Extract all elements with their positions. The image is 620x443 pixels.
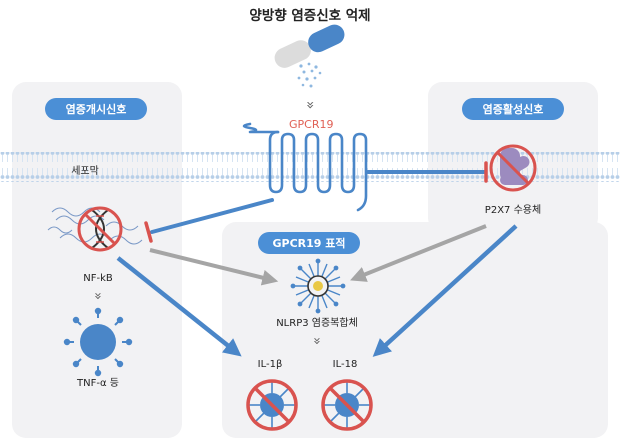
center-panel-pill: GPCR19 표적 xyxy=(258,232,360,254)
gpcr-inhibits-nfkb xyxy=(144,198,274,243)
svg-text:GPCR19 표적: GPCR19 표적 xyxy=(272,236,345,250)
il1b-blocked-virus-icon xyxy=(246,379,298,431)
gpcr19-label: GPCR19 xyxy=(289,118,333,131)
svg-text:염증개시신호: 염증개시신호 xyxy=(66,102,127,116)
gpcr19-receptor-icon xyxy=(242,122,368,212)
chevron-nfkb: » xyxy=(90,292,105,300)
chevron-top: » xyxy=(302,101,318,110)
membrane-label: 세포막 xyxy=(71,165,99,177)
nfkb-label: NF-kB xyxy=(83,273,113,284)
p2x7-to-nlrp3-arrow xyxy=(350,224,487,282)
tnf-virus-icon xyxy=(63,307,133,377)
drug-granules-icon xyxy=(297,62,322,88)
il1b-label: IL-1β xyxy=(258,359,283,370)
il18-blocked-virus-icon xyxy=(321,379,373,431)
dna-icon xyxy=(47,206,143,252)
svg-text:염증활성신호: 염증활성신호 xyxy=(483,102,544,116)
diagram-title: 양방향 염증신호 억제 xyxy=(249,7,370,24)
nlrp3-label: NLRP3 염증복합체 xyxy=(276,317,358,329)
right-panel-pill: 염증활성신호 xyxy=(462,98,564,120)
gpcr-inhibits-p2x7 xyxy=(366,161,488,183)
p2x7-receptor-icon xyxy=(489,144,537,192)
nfkb-to-nlrp3-arrow xyxy=(149,248,279,286)
p2x7-to-il18-arrow xyxy=(372,224,518,357)
tnf-label: TNF-α 등 xyxy=(76,377,119,389)
capsule-icon xyxy=(274,24,345,68)
nlrp3-complex-icon xyxy=(290,258,346,314)
il18-label: IL-18 xyxy=(333,359,358,370)
p2x7-label: P2X7 수용체 xyxy=(485,204,541,216)
chevron-nlrp3: » xyxy=(309,337,324,345)
nfkb-to-il1b-arrow xyxy=(116,256,242,357)
left-panel-pill: 염증개시신호 xyxy=(45,98,147,120)
